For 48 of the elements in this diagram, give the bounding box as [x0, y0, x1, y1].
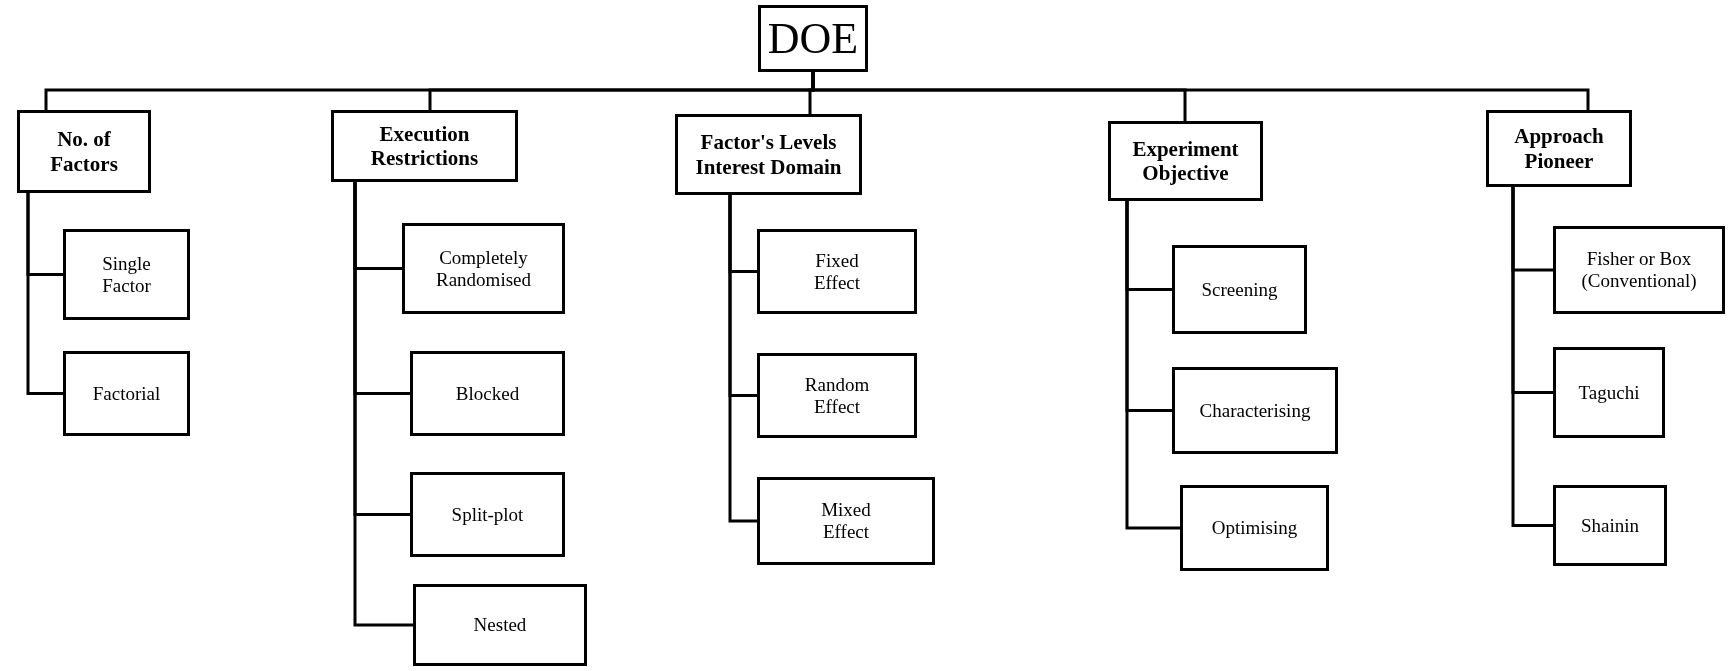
- item-label: Completely Randomised: [435, 246, 532, 291]
- item-box: [1172, 245, 1307, 334]
- item-label: Fisher or Box (Conventional): [1580, 248, 1698, 292]
- item-label: Nested: [473, 614, 527, 636]
- item-label: Factorial: [92, 382, 161, 405]
- title-text: DOE: [767, 16, 859, 61]
- category-label: Execution Restrictions: [369, 121, 480, 171]
- item-box: [413, 584, 587, 666]
- connector-line: [26, 193, 63, 395]
- item-box: [63, 229, 190, 320]
- item-box: [63, 351, 190, 436]
- connector-line: [811, 72, 1590, 110]
- item-label: Fixed Effect: [812, 249, 862, 294]
- category-box: [1108, 121, 1263, 201]
- item-box: [410, 351, 565, 436]
- item-box: [1553, 347, 1665, 438]
- item-box: [757, 229, 917, 314]
- item-label: Blocked: [455, 382, 520, 405]
- connector-line: [1125, 201, 1180, 530]
- category-box: [17, 110, 151, 193]
- item-label: Optimising: [1211, 517, 1298, 539]
- item-box: [1553, 226, 1725, 314]
- connector-line: [728, 195, 757, 523]
- item-label: Mixed Effect: [820, 499, 872, 543]
- item-label: Taguchi: [1578, 381, 1640, 404]
- item-box: [1553, 485, 1667, 566]
- connector-line: [1511, 187, 1553, 527]
- category-label: Factor's Levels Interest Domain: [694, 130, 843, 179]
- item-label: Screening: [1201, 278, 1278, 301]
- category-box: [331, 110, 518, 182]
- item-box: [1172, 367, 1338, 454]
- item-box: [402, 223, 565, 314]
- category-label: No. of Factors: [49, 127, 119, 176]
- root-box: [758, 5, 868, 72]
- item-box: [757, 353, 917, 438]
- category-box: [1486, 110, 1632, 187]
- item-label: Single Factor: [101, 252, 152, 297]
- item-box: [410, 472, 565, 557]
- item-box: [1180, 485, 1329, 571]
- category-label: Experiment Objective: [1131, 136, 1240, 186]
- category-box: [675, 114, 862, 195]
- item-label: Shainin: [1580, 514, 1640, 537]
- item-label: Random Effect: [803, 373, 871, 418]
- item-label: Split-plot: [451, 503, 524, 526]
- item-label: Characterising: [1199, 399, 1311, 422]
- category-label: Approach Pioneer: [1513, 124, 1605, 173]
- connector-line: [353, 182, 413, 627]
- item-box: [757, 477, 935, 565]
